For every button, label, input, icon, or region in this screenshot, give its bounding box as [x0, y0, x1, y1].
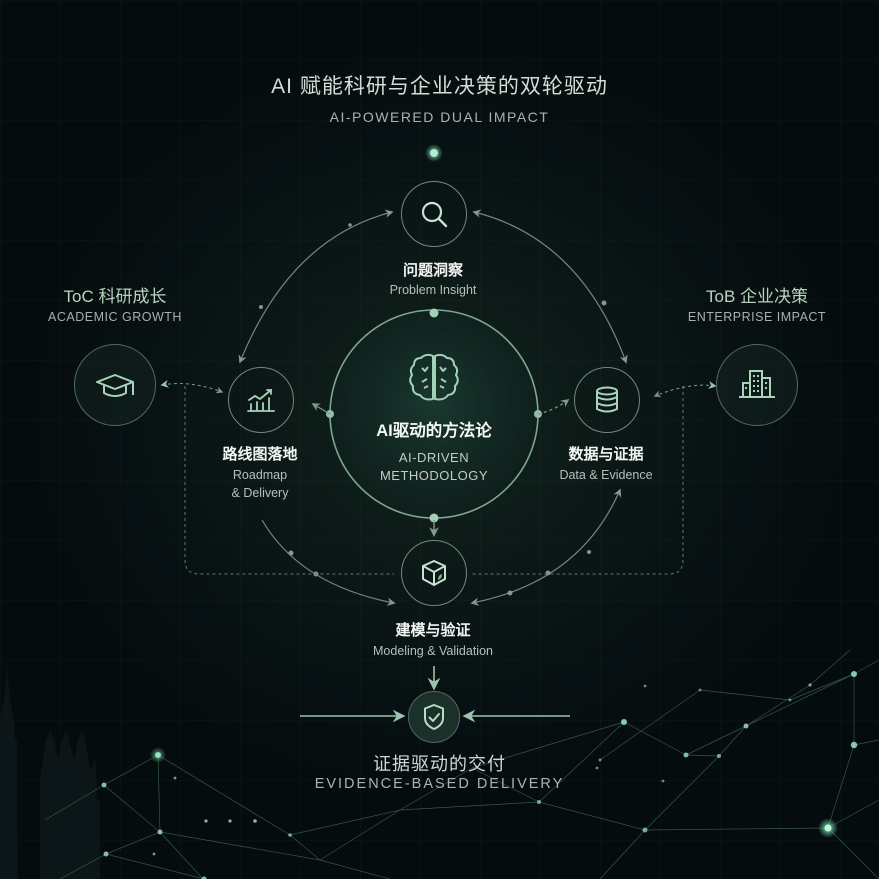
building-icon [739, 370, 775, 398]
search-icon [421, 201, 448, 228]
database-icon [596, 386, 618, 413]
problem-insight-subtitle: Problem Insight [389, 283, 477, 297]
tob-title: ToB 企业决策 [705, 287, 809, 306]
brain-icon [409, 353, 459, 401]
modeling-node[interactable] [401, 540, 467, 606]
page-subtitle: AI-POWERED DUAL IMPACT [329, 109, 550, 125]
data-evidence-title: 数据与证据 [568, 446, 644, 463]
modeling-title: 建模与验证 [395, 622, 471, 639]
roadmap-node[interactable] [228, 367, 294, 433]
footer-subtitle: EVIDENCE-BASED DELIVERY [314, 776, 565, 792]
roadmap-title: 路线图落地 [222, 446, 298, 463]
problem-insight-node[interactable] [401, 181, 467, 247]
problem-insight-title: 问题洞察 [402, 262, 463, 279]
roadmap-subtitle-line1: Roadmap [232, 468, 288, 482]
data-evidence-subtitle: Data & Evidence [559, 468, 653, 482]
center-subtitle-line2: METHODOLOGY [379, 468, 489, 483]
graduation-cap-icon [96, 374, 134, 397]
cube-icon [422, 560, 446, 586]
center-title: AI驱动的方法论 [376, 422, 492, 440]
toc-subtitle: ACADEMIC GROWTH [48, 310, 182, 324]
page-title: AI 赋能科研与企业决策的双轮驱动 [271, 75, 608, 98]
footer-title: 证据驱动的交付 [373, 754, 506, 774]
data-evidence-node[interactable] [574, 367, 640, 433]
toc-node[interactable] [74, 344, 156, 426]
tob-subtitle: ENTERPRISE IMPACT [687, 310, 827, 324]
toc-title: ToC 科研成长 [63, 287, 167, 306]
delivery-node[interactable] [408, 691, 460, 743]
modeling-subtitle: Modeling & Validation [373, 644, 493, 658]
center-icon-wrap [404, 350, 464, 406]
tob-node[interactable] [716, 344, 798, 426]
center-subtitle-line1: AI-DRIVEN [398, 450, 470, 465]
chart-growth-icon [247, 389, 275, 412]
cathedral-silhouette [0, 665, 100, 879]
shield-check-icon [424, 704, 444, 730]
roadmap-subtitle-line2: & Delivery [231, 486, 289, 500]
